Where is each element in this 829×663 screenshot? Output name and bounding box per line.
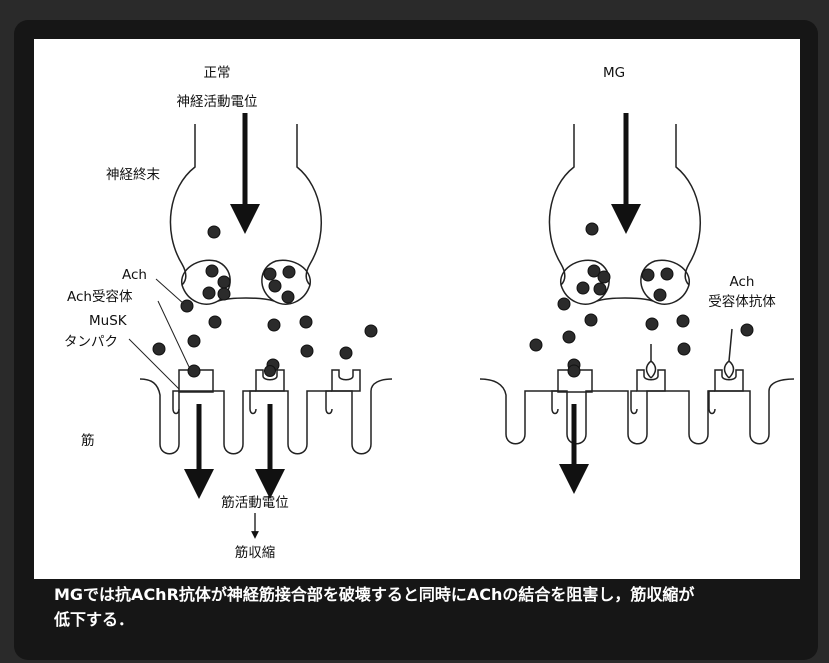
ach-vesicle [597, 270, 611, 284]
normal-nerve-potential-label: 神経活動電位 [177, 94, 258, 110]
ach-molecule [267, 318, 281, 332]
leader-ach-receptor [157, 300, 191, 370]
ach-vesicle [585, 222, 599, 236]
ach-vesicle [205, 264, 219, 278]
ach-vesicle [593, 282, 607, 296]
mg-panel: MG Ach 受容体抗体 [479, 65, 795, 494]
normal-ach-label: Ach [122, 267, 147, 283]
ach-vesicle [217, 275, 231, 289]
caption-line-1: MGでは抗AChR抗体が神経筋接合部を破壊すると同時にAChの結合を阻害し，筋収… [54, 585, 695, 604]
mg-title: MG [603, 65, 625, 81]
normal-ach-receptor-label: Ach受容体 [67, 288, 133, 305]
musk-protein [249, 390, 257, 415]
normal-panel: 正常 神経活動電位 神経終末 [64, 65, 393, 561]
ach-vesicle [641, 268, 655, 282]
ach-bound [187, 364, 201, 378]
ach-molecule [208, 315, 222, 329]
ach-molecule [584, 313, 598, 327]
ach-molecule [187, 334, 201, 348]
mg-presynaptic-base [596, 297, 654, 302]
ach-vesicle [207, 225, 221, 239]
ach-vesicle [282, 265, 296, 279]
receptor-antibody [645, 344, 657, 379]
figure-caption: MGでは抗AChR抗体が神経筋接合部を破壊すると同時にAChの結合を阻害し，筋収… [54, 582, 814, 632]
mg-ach-receptor [714, 369, 744, 392]
normal-ach-receptor [331, 369, 361, 392]
ach-vesicle [653, 288, 667, 302]
ach-molecule [339, 346, 353, 360]
ach-vesicle [660, 267, 674, 281]
ach-bound [567, 364, 581, 378]
musk-protein [172, 390, 180, 415]
normal-presynaptic-base [217, 297, 275, 302]
ach-vesicle [576, 281, 590, 295]
diagram-panel: 正常 神経活動電位 神経終末 [34, 39, 800, 579]
ach-molecule [299, 315, 313, 329]
ach-molecule [645, 317, 659, 331]
ach-molecule [676, 314, 690, 328]
ach-molecule [300, 344, 314, 358]
normal-presynaptic-pouch-right [261, 259, 311, 305]
ach-molecule [557, 297, 571, 311]
muscle-potential-label: 筋活動電位 [221, 494, 289, 511]
ach-vesicle [202, 286, 216, 300]
ach-vesicle [263, 267, 277, 281]
mg-ach-receptor [636, 369, 666, 392]
neuromuscular-diagram: 正常 神経活動電位 神経終末 [64, 65, 795, 561]
leader-musk [128, 338, 180, 390]
normal-title: 正常 [204, 65, 231, 81]
muscle-label: 筋 [81, 432, 95, 449]
ach-molecule [529, 338, 543, 352]
ach-vesicle [268, 279, 282, 293]
ach-vesicle [587, 264, 601, 278]
receptor-antibody [723, 328, 735, 379]
mg-presynaptic-pouch-right [640, 259, 690, 305]
musk-protein [325, 390, 333, 415]
mg-muscle-membrane [479, 378, 795, 445]
musk-protein [630, 390, 638, 415]
caption-line-2: 低下する． [54, 610, 135, 629]
ach-vesicle [217, 287, 231, 301]
muscle-contraction-label: 筋収縮 [235, 544, 276, 561]
musk-protein-label: タンパク [64, 334, 118, 350]
ach-molecule [364, 324, 378, 338]
ach-molecule [180, 299, 194, 313]
normal-muscle-membrane [139, 378, 393, 455]
ach-bound [264, 365, 276, 377]
normal-presynaptic-pouch-left [181, 259, 231, 305]
musk-protein [551, 390, 559, 415]
ach-molecule [562, 330, 576, 344]
ach-molecule [152, 342, 166, 356]
mg-nerve-terminal [548, 124, 701, 286]
musk-label: MuSK [89, 313, 128, 329]
normal-ach-receptor [255, 369, 285, 392]
leader-ach [155, 278, 185, 305]
normal-nerve-terminal-label: 神経終末 [106, 167, 160, 183]
normal-nerve-terminal [169, 124, 322, 286]
ach-molecule [740, 323, 754, 337]
mg-antibody-label: 受容体抗体 [708, 293, 776, 310]
mg-ach-label: Ach [730, 274, 755, 290]
musk-protein [708, 390, 716, 415]
ach-molecule [677, 342, 691, 356]
ach-vesicle [281, 290, 295, 304]
